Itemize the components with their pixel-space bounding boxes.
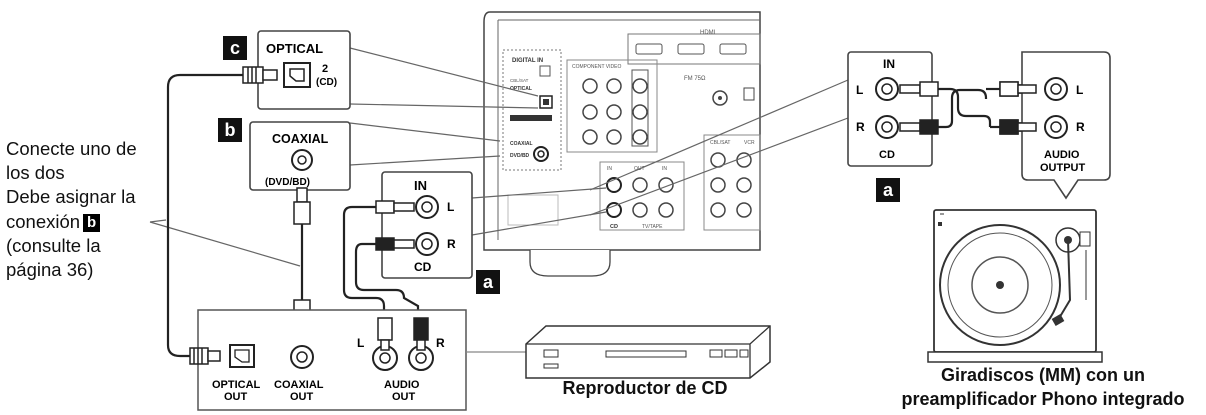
tt-out-label1: AUDIO	[1044, 149, 1080, 161]
in-cd-l: L	[447, 200, 454, 214]
badge-a-cd: a	[476, 270, 500, 294]
tt-in-l: L	[856, 83, 863, 97]
cd-player-device	[525, 325, 771, 379]
receiver-rear-panel: HDMI DIGITAL IN CBL/SAT OPTICAL COAXIAL …	[483, 11, 761, 277]
digital-in-label: DIGITAL IN	[512, 58, 543, 64]
turntable-caption-line1: Giradiscos (MM) con un	[940, 365, 1145, 385]
note-line-2: los dos	[6, 162, 65, 184]
rca-plugs-receiver	[342, 200, 420, 318]
turntable-output-callout: L R AUDIO OUTPUT	[999, 51, 1111, 200]
note-line-4-text: conexión	[6, 210, 81, 232]
note-line-1: Conecte uno de	[6, 138, 137, 159]
badge-b: b	[218, 118, 242, 142]
audio-out-l: L	[357, 336, 364, 350]
cd-player-output-panel: OPTICAL OUT COAXIAL OUT L R AUDIO OUT	[189, 309, 526, 411]
tvtape-label: TV/TAPE	[642, 224, 663, 230]
cblsat-lower-label: CBL/SAT	[710, 140, 730, 146]
optical-callout: OPTICAL 2 (CD)	[257, 30, 351, 110]
in-cd-title: IN	[414, 178, 427, 193]
note-line-6: página 36)	[6, 259, 94, 281]
in-cd-r: R	[447, 237, 456, 251]
cblsat-label: CBL/SAT	[510, 78, 529, 83]
optical-port-label: OPTICAL	[510, 86, 532, 92]
note-line-5: (consulte la	[6, 234, 101, 256]
turntable-in-callout: IN L R CD	[847, 51, 933, 167]
in-cd-callout: IN L R CD	[381, 171, 473, 279]
badge-b-text: b	[225, 120, 236, 140]
audio-out-r: R	[436, 336, 445, 350]
badge-a-turntable: a	[876, 178, 900, 202]
component-video-label: COMPONENT VIDEO	[572, 64, 621, 70]
turntable-caption: Giradiscos (MM) con un preamplificador P…	[880, 363, 1206, 411]
badge-c: c	[223, 36, 247, 60]
note-badge-b: b	[83, 213, 101, 232]
fm-label: FM 75Ω	[684, 76, 706, 82]
badge-c-text: c	[230, 38, 240, 58]
cd-player-caption: Reproductor de CD	[562, 378, 728, 398]
coaxial-out-line1: COAXIAL	[274, 379, 324, 391]
coaxial-out-line2: OUT	[290, 391, 314, 403]
callout-lines	[149, 47, 849, 267]
tt-in-cd: CD	[879, 149, 895, 161]
note-line-3: Debe asignar la	[6, 186, 136, 208]
optical-cd-label: (CD)	[316, 77, 337, 88]
audio-out-line1: AUDIO	[384, 379, 420, 391]
badge-a-tt-text: a	[883, 180, 894, 200]
tt-out-l: L	[1076, 83, 1083, 97]
tt-in-title: IN	[883, 57, 895, 71]
in-cd-cd: CD	[414, 260, 432, 274]
coaxial-dvdbd-label: (DVD/BD)	[265, 177, 310, 188]
cd-small-label: CD	[610, 224, 618, 230]
in-small-label-2: IN	[662, 166, 667, 172]
in-small-label: IN	[607, 166, 612, 172]
optical-out-line1: OPTICAL	[212, 379, 261, 391]
turntable-device	[927, 209, 1103, 363]
badge-a-cd-text: a	[483, 272, 494, 292]
dvdbd-port-label: DVD/BD	[510, 153, 530, 159]
optical-out-line2: OUT	[224, 391, 248, 403]
coaxial-callout: COAXIAL (DVD/BD)	[249, 121, 351, 191]
coaxial-port-label: COAXIAL	[510, 141, 533, 147]
tt-out-r: R	[1076, 120, 1085, 134]
audio-out-line2: OUT	[392, 391, 416, 403]
optical-cable	[166, 73, 243, 358]
hdmi-label: HDMI	[700, 30, 716, 36]
connection-note: Conecte uno de los dos Debe asignar la c…	[6, 137, 176, 282]
optical-plug-top	[242, 66, 278, 84]
vcr-label: VCR	[744, 140, 755, 146]
optical-number: 2	[322, 63, 328, 75]
optical-title: OPTICAL	[266, 41, 323, 56]
coaxial-title: COAXIAL	[272, 132, 329, 146]
turntable-caption-line2: preamplificador Phono integrado	[901, 389, 1185, 409]
tt-in-r: R	[856, 120, 865, 134]
tt-out-label2: OUTPUT	[1040, 162, 1086, 174]
